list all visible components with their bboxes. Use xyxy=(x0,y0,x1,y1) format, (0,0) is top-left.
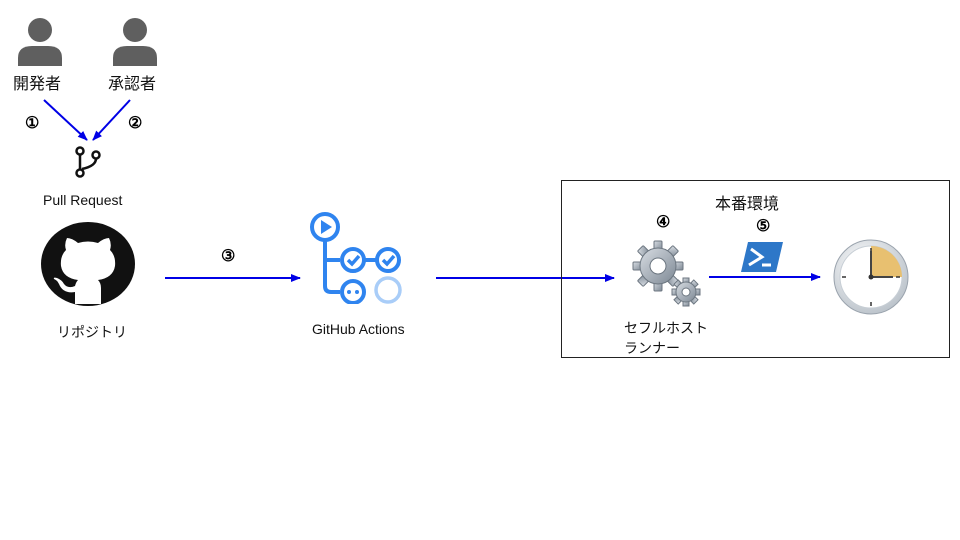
production-environment-title: 本番環境 xyxy=(715,196,780,213)
step-3: ③ xyxy=(221,248,236,265)
runner-label-line1: セフルホスト xyxy=(624,320,708,336)
repository-label: リポジトリ xyxy=(57,324,127,340)
developer-label: 開発者 xyxy=(13,76,62,93)
github-actions-label: GitHub Actions xyxy=(312,321,405,337)
step-4: ④ xyxy=(656,214,671,231)
clock-icon xyxy=(833,239,909,315)
runner-label-line2: ランナー xyxy=(624,340,680,356)
developer-person-icon xyxy=(18,18,62,66)
git-branch-icon xyxy=(75,146,101,178)
approver-person-icon xyxy=(113,18,157,66)
powershell-icon xyxy=(741,242,783,272)
github-actions-icon xyxy=(310,212,402,304)
step-2: ② xyxy=(128,115,143,132)
step-5: ⑤ xyxy=(756,218,771,235)
production-environment-box xyxy=(561,180,950,358)
pull-request-label: Pull Request xyxy=(43,192,123,208)
gears-icon xyxy=(632,240,701,307)
arrow-developer-to-pr xyxy=(43,99,88,141)
step-1: ① xyxy=(25,115,40,132)
github-logo-icon xyxy=(41,222,135,306)
approver-label: 承認者 xyxy=(108,76,157,93)
arrow-approver-to-pr xyxy=(92,99,131,141)
